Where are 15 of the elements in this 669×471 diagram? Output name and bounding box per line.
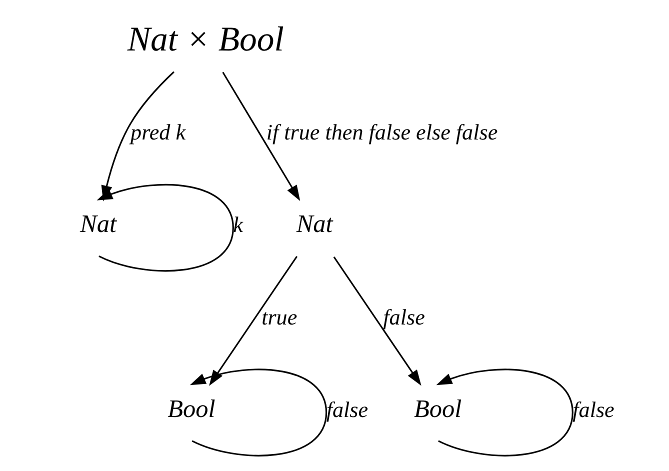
arrow [332, 256, 421, 386]
node-text: Nat [80, 210, 116, 238]
node-text: Nat × Bool [126, 19, 284, 58]
node-text: Bool [167, 394, 215, 423]
edge-label: k [232, 212, 242, 238]
edge-label: false [382, 304, 424, 330]
edge-label: false [572, 396, 614, 422]
edge-label: pred k [130, 120, 186, 145]
arrow [222, 72, 300, 202]
edge-label: false [326, 396, 368, 422]
edge-label: if true then false else false [266, 120, 498, 145]
arrow [436, 368, 573, 456]
node-text: Bool [413, 394, 462, 423]
edge-label: true [261, 304, 297, 330]
node-text: Nat [296, 210, 332, 238]
